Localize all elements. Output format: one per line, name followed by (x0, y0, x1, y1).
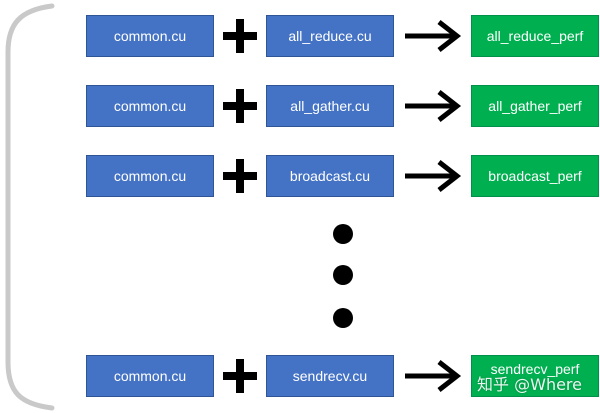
source-box-all-reduce: all_reduce.cu (266, 15, 394, 57)
right-arrow-icon (405, 160, 462, 192)
plus-icon (223, 19, 257, 53)
plus-icon (223, 89, 257, 123)
ellipsis-dot (333, 308, 353, 328)
source-box-common-4: common.cu (86, 355, 214, 397)
ellipsis-dot (333, 224, 353, 244)
ellipsis-dot (333, 265, 353, 285)
grouping-bracket (5, 3, 55, 411)
output-box-broadcast-perf: broadcast_perf (471, 155, 599, 197)
source-box-common-2: common.cu (86, 85, 214, 127)
watermark: 知乎 @Where (477, 375, 582, 394)
source-box-sendrecv: sendrecv.cu (266, 355, 394, 397)
output-box-all-reduce-perf: all_reduce_perf (471, 15, 599, 57)
source-box-all-gather: all_gather.cu (266, 85, 394, 127)
right-arrow-icon (405, 20, 462, 52)
source-box-common-3: common.cu (86, 155, 214, 197)
output-box-sendrecv-perf: sendrecv_perf (471, 355, 599, 397)
source-box-common-1: common.cu (86, 15, 214, 57)
plus-icon (223, 159, 257, 193)
plus-icon (223, 359, 257, 393)
right-arrow-icon (405, 90, 462, 122)
right-arrow-icon (405, 360, 462, 392)
output-box-all-gather-perf: all_gather_perf (471, 85, 599, 127)
source-box-broadcast: broadcast.cu (266, 155, 394, 197)
